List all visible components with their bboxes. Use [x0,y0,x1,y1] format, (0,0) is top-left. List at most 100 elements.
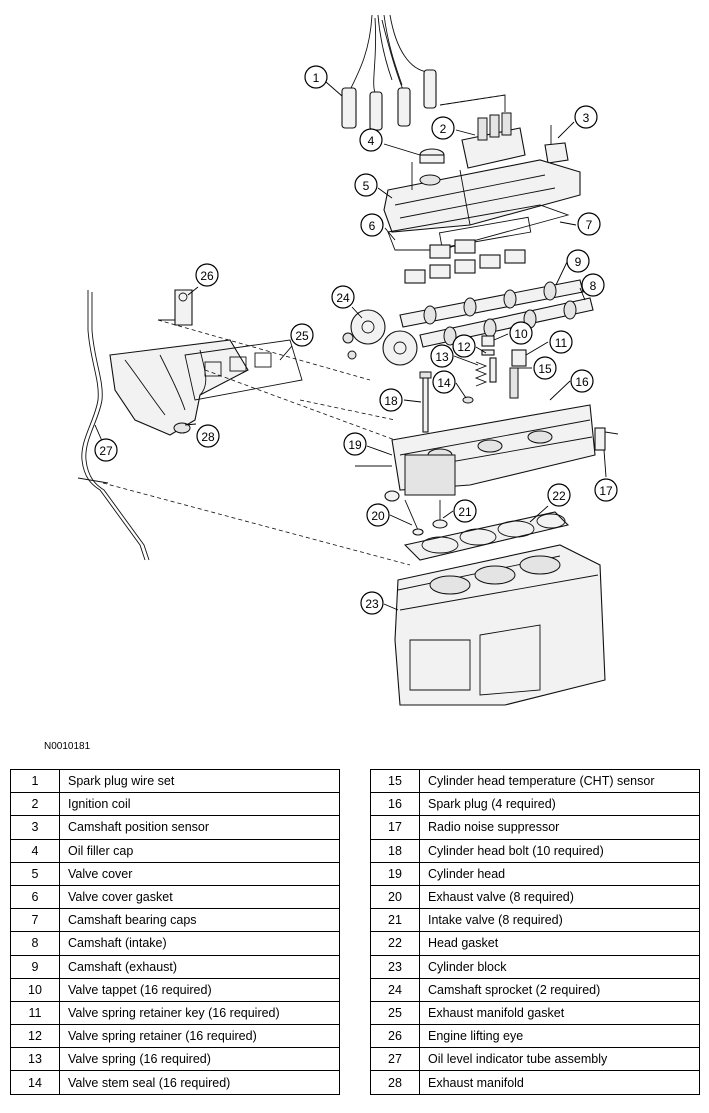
legend-description: Head gasket [419,931,700,956]
oil-filler-cap [419,148,445,164]
callout-label: 3 [583,111,590,125]
legend-number: 1 [10,768,60,794]
legend-description: Valve tappet (16 required) [59,977,340,1002]
callout-label: 16 [575,375,589,389]
callout-20: 20 [366,503,390,527]
legend-number: 7 [10,908,60,933]
legend-description: Spark plug (4 required) [419,792,700,817]
ignition-coil [439,94,526,169]
legend-description: Radio noise suppressor [419,815,700,840]
callout-label: 4 [368,134,375,148]
legend-number: 26 [370,1024,420,1049]
legend-description: Camshaft bearing caps [59,908,340,933]
camshaft-sprocket [342,309,418,366]
legend-number: 19 [370,861,420,886]
leader-lines [94,81,607,611]
exhaust-manifold [109,339,249,436]
callout-label: 10 [514,327,528,341]
head-gasket [403,511,570,561]
legend-description: Valve spring retainer key (16 required) [59,1000,340,1026]
valve-train [462,335,527,404]
callout-label: 22 [552,489,566,503]
callout-7: 7 [577,212,601,236]
callout-label: 18 [384,394,398,408]
callout-11: 11 [549,330,573,354]
assembly-lines [102,94,506,566]
callout-label: 14 [437,376,451,390]
legend-description: Cylinder head bolt (10 required) [419,838,700,863]
legend-number: 13 [10,1047,60,1072]
legend-description: Exhaust manifold gasket [419,1000,700,1026]
callout-22: 22 [547,483,571,507]
callout-label: 9 [575,255,582,269]
callout-label: 7 [586,218,593,232]
callout-15: 15 [533,356,557,380]
callout-17: 17 [594,478,618,502]
legend-description: Ignition coil [59,792,340,817]
legend-number: 4 [10,838,60,863]
callout-label: 12 [457,340,471,354]
legend-description: Valve cover [59,861,340,886]
legend-number: 27 [370,1047,420,1072]
callout-24: 24 [331,285,355,309]
exhaust-manifold-gasket [184,339,303,401]
legend-number: 2 [10,792,60,817]
legend-description: Intake valve (8 required) [419,908,700,933]
oil-level-indicator-tube [77,290,150,561]
legend-number: 22 [370,931,420,956]
cylinder-block [394,544,606,706]
callout-label: 20 [371,509,385,523]
callout-label: 23 [365,597,379,611]
callout-10: 10 [509,321,533,345]
legend-description: Cylinder head [419,861,700,886]
callout-label: 1 [313,71,320,85]
legend-number: 10 [10,977,60,1002]
legend-number: 15 [370,768,420,794]
legend-description: Cylinder block [419,954,700,979]
legend-number: 14 [10,1070,60,1095]
camshaft-position-sensor [544,125,569,164]
exhaust-valve [384,490,424,536]
callout-25: 25 [290,323,314,347]
legend-number: 20 [370,884,420,910]
spark-plug-wire-set [341,14,437,131]
legend-description: Oil level indicator tube assembly [419,1047,700,1072]
callout-26: 26 [195,263,219,287]
callout-27: 27 [94,438,118,462]
callout-label: 5 [363,179,370,193]
legend-description: Valve cover gasket [59,884,340,910]
legend-number: 23 [370,954,420,979]
camshaft-bearing-caps [404,239,526,284]
legend-description: Camshaft (exhaust) [59,954,340,979]
engine-exploded-diagram: 1 2 3 4 5 6 7 8 9 10 11 12 13 14 15 16 1… [77,14,619,706]
callout-16: 16 [570,369,594,393]
legend-number: 5 [10,861,60,886]
cylinder-head [355,404,596,496]
callout-28: 28 [196,424,220,448]
legend-description: Spark plug wire set [59,768,340,794]
valve-cover [383,159,581,233]
legend-number: 16 [370,792,420,817]
callout-label: 27 [99,444,113,458]
intake-valve [432,500,448,529]
callout-9: 9 [566,249,590,273]
callout-12: 12 [452,334,476,358]
callout-1: 1 [304,65,328,89]
legend-number: 18 [370,838,420,863]
